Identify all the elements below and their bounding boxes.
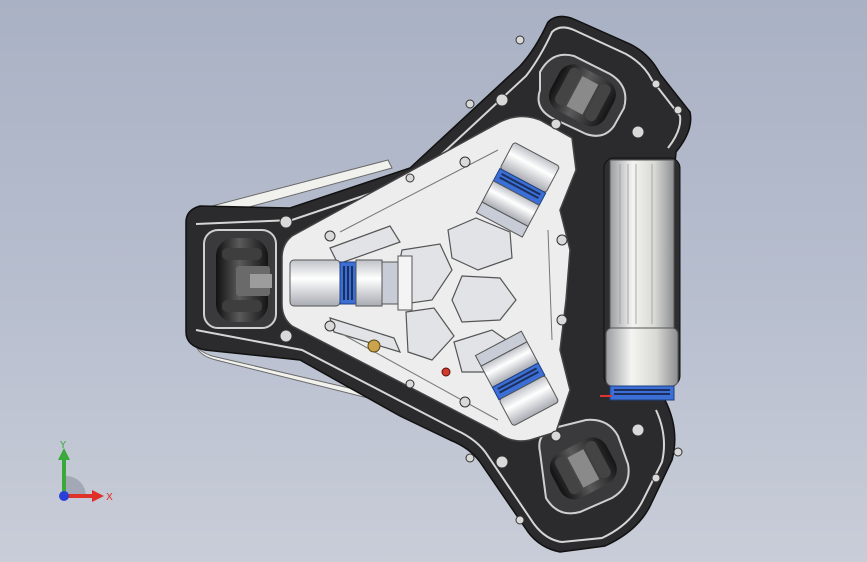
triad-z-axis [59, 491, 69, 501]
triad-y-label: Y [59, 440, 67, 451]
motor-top [475, 142, 560, 238]
motor-left [289, 255, 413, 311]
axis-triad: Y X [58, 440, 113, 503]
omni-wheel-left [216, 238, 272, 322]
battery-cylinder [600, 157, 681, 401]
red-indicator [441, 367, 451, 377]
triad-x-label: X [106, 492, 113, 503]
motor-bottom [474, 330, 559, 426]
omni-wheel-top-right [548, 64, 616, 127]
chassis-rim [195, 26, 682, 225]
screws [279, 35, 683, 525]
brass-fitting [367, 339, 381, 353]
omni-wheel-bottom-right [549, 437, 617, 500]
triad-z-arc [66, 476, 86, 496]
